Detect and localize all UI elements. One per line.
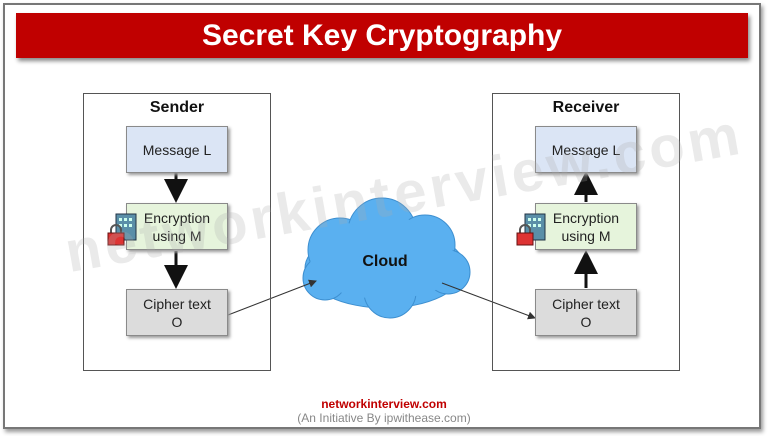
footer-site: networkinterview.com [321,397,447,411]
cipher-value: O [580,313,592,330]
sender-title: Sender [149,99,205,116]
receiver-message-label: Message L [551,141,621,158]
sender-message-label: Message L [142,141,212,158]
footer-initiative: (An Initiative By ipwithease.com) [297,411,471,425]
receiver-message-box: Message L [535,126,637,173]
sender-message-box: Message L [126,126,228,173]
encrypted-file-lock-icon [107,213,137,246]
outer-frame [3,3,761,429]
encrypted-file-lock-icon [516,213,546,246]
cipher-label: Cipher text [143,295,211,312]
encryption-label: Encryption [552,209,620,226]
cipher-label: Cipher text [552,295,620,312]
cloud-label: Cloud [362,253,408,270]
encryption-label: Encryption [143,209,211,226]
arrow-cipher-to-cloud [227,279,317,316]
cipher-value: O [171,313,183,330]
encryption-key-label: using M [561,227,611,244]
receiver-title: Receiver [552,99,620,116]
encryption-key-label: using M [152,227,202,244]
arrow-cloud-to-cipher [441,282,536,320]
diagram-title: Secret Key Cryptography [16,13,748,58]
